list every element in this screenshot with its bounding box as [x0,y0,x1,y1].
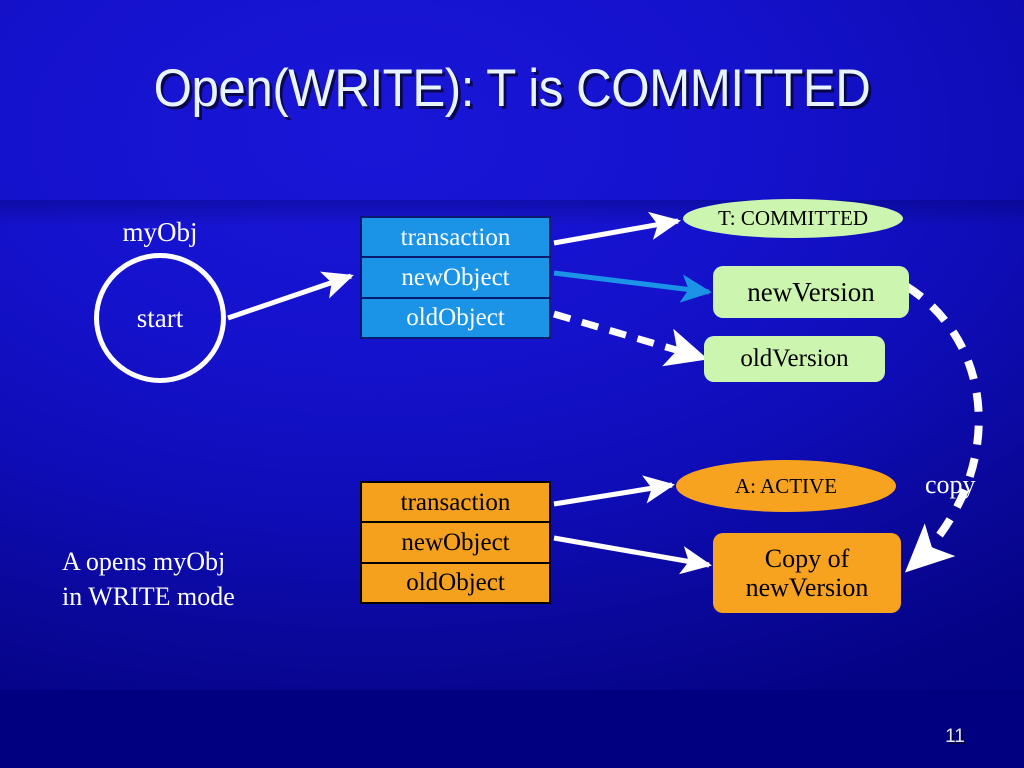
record-row-oldobject: oldObject [406,304,505,332]
copy-box-line-2: newVersion [745,573,869,602]
state-ellipse-committed: T: COMMITTED [683,199,903,238]
new-version-box: newVersion [713,266,909,318]
slide-title: Open(WRITE): T is COMMITTED [153,59,871,118]
page-number: 11 [945,726,965,747]
record-row-transaction: transaction [362,483,549,524]
record-row-transaction: transaction [362,218,549,259]
copy-of-new-version-box: Copy of newVersion [713,533,901,613]
slide-caption: A opens myObj in WRITE mode [62,547,235,611]
record-row-newobject: newObject [362,258,549,299]
record-row-oldobject: oldObject [406,569,505,597]
record-row-newobject: newObject [362,523,549,564]
state-ellipse-active: A: ACTIVE [676,460,896,512]
copy-box-line-1: Copy of [764,543,850,573]
copy-annotation-label: copy [925,470,976,499]
active-transaction-record: transaction newObject oldObject [360,481,551,604]
committed-transaction-record: transaction newObject oldObject [360,216,551,339]
start-circle: start [94,253,226,383]
old-version-box: oldVersion [704,336,885,382]
myobj-label: myObj [122,217,198,247]
